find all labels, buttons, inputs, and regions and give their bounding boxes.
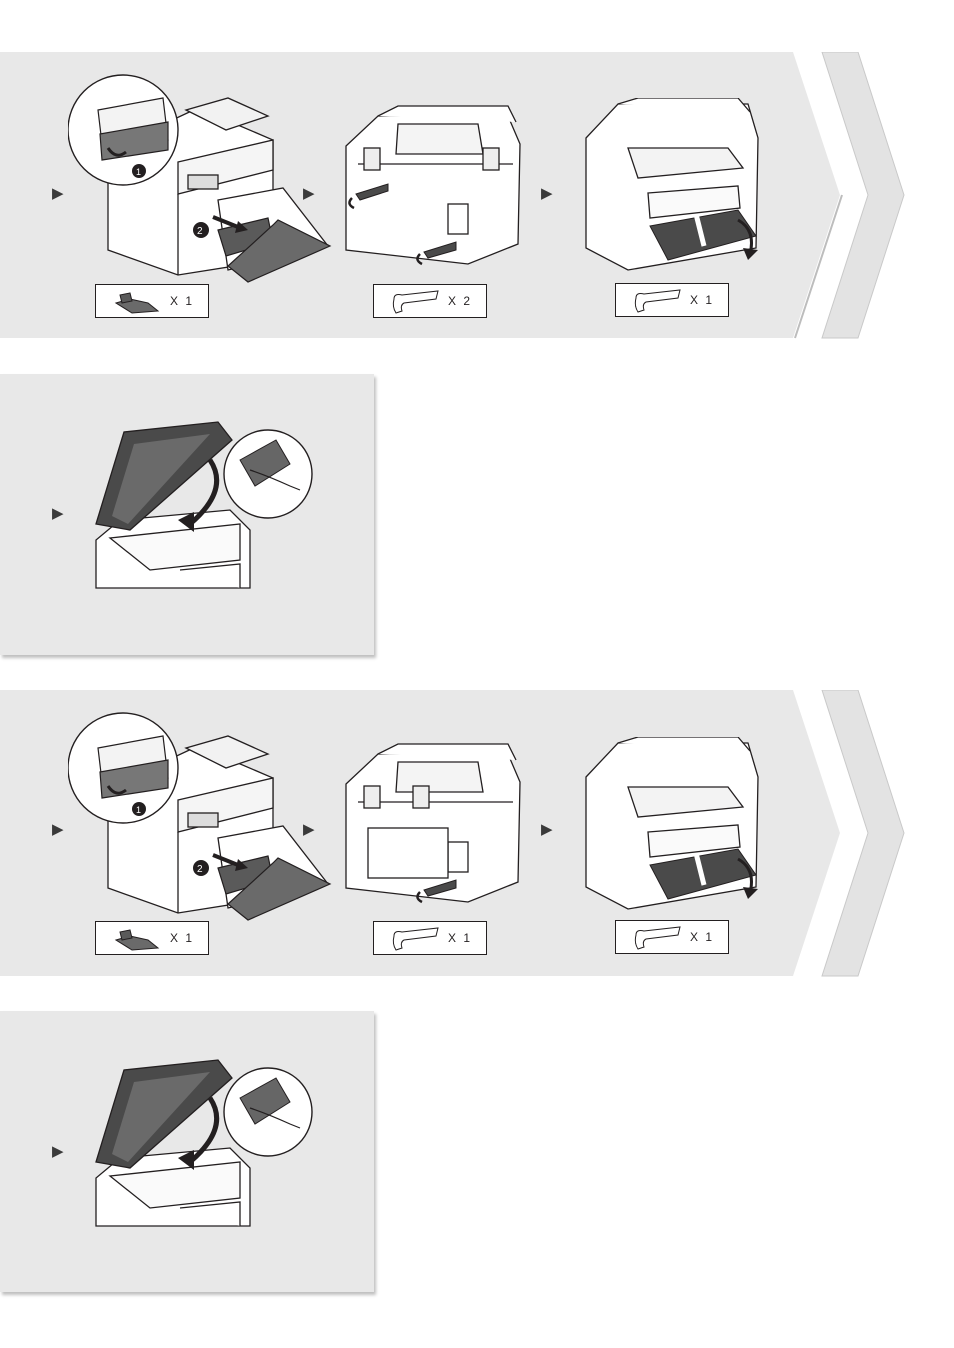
- printer-front-packing-illustration: 2 1: [68, 708, 338, 928]
- quantity-box: X 1: [615, 283, 729, 317]
- scanner-lid-close-illustration: [90, 420, 320, 590]
- printer-back-tape-illustration: [338, 742, 528, 912]
- quantity-box: X 1: [95, 284, 209, 318]
- tape-strip-icon: [390, 926, 442, 952]
- svg-text:1: 1: [136, 167, 141, 177]
- step-arrow-icon: ▶: [541, 822, 553, 837]
- quantity-label: X 1: [448, 931, 472, 945]
- quantity-box: X 1: [615, 920, 729, 954]
- svg-text:2: 2: [197, 864, 203, 875]
- quantity-box: X 2: [373, 284, 487, 318]
- quantity-label: X 1: [690, 930, 714, 944]
- tape-strip-icon: [632, 288, 684, 314]
- scanner-lid-close-illustration: [90, 1058, 320, 1228]
- printer-front-tape-illustration: [578, 98, 778, 273]
- printer-front-tape-illustration: [578, 737, 778, 912]
- quantity-box: X 1: [95, 921, 209, 955]
- quantity-box: X 1: [373, 921, 487, 955]
- tape-strip-icon: [390, 289, 442, 315]
- printer-back-tape-illustration: [338, 104, 528, 274]
- quantity-label: X 1: [170, 931, 194, 945]
- quantity-label: X 1: [170, 294, 194, 308]
- step-arrow-icon: ▶: [541, 186, 553, 201]
- step-arrow-icon: ▶: [52, 506, 64, 521]
- quantity-label: X 2: [448, 294, 472, 308]
- svg-text:1: 1: [136, 805, 141, 815]
- packing-material-icon: [112, 289, 164, 315]
- step-arrow-icon: ▶: [52, 186, 64, 201]
- svg-text:2: 2: [197, 226, 203, 237]
- packing-material-icon: [112, 926, 164, 952]
- printer-front-packing-illustration: 2 1: [68, 70, 338, 290]
- quantity-label: X 1: [690, 293, 714, 307]
- step-arrow-icon: ▶: [52, 822, 64, 837]
- tape-strip-icon: [632, 925, 684, 951]
- step-arrow-icon: ▶: [52, 1144, 64, 1159]
